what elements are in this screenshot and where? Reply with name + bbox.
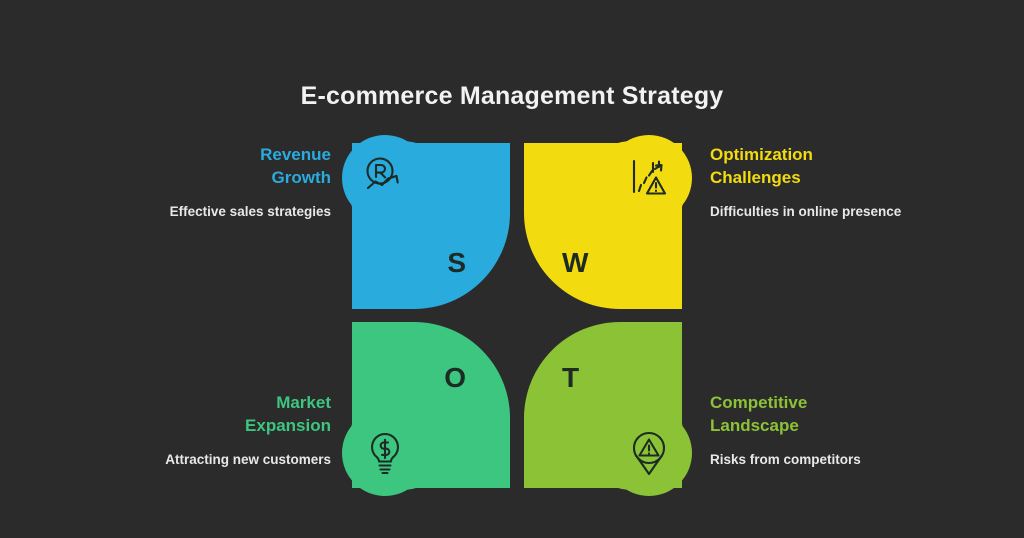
quadrant-letter-strengths: S: [447, 247, 466, 278]
label-block-market-expansion: Market Expansion Attracting new customer…: [131, 392, 331, 469]
label-heading-line2: Landscape: [710, 415, 799, 435]
label-description-revenue-growth: Effective sales strategies: [169, 203, 331, 219]
label-heading-market-expansion: Market Expansion: [131, 392, 331, 438]
lightbulb-dollar-icon: [342, 410, 428, 496]
label-description-market-expansion: Attracting new customers: [165, 451, 331, 467]
warning-pin-icon: [606, 410, 692, 496]
quadrant-letter-opportunities: O: [444, 362, 466, 393]
quadrant-letter-threats: T: [562, 362, 580, 393]
swot-quadrant-threats[interactable]: T: [524, 322, 692, 496]
label-heading-line2: Expansion: [245, 415, 331, 435]
swot-quadrant-strengths[interactable]: S: [342, 135, 510, 309]
label-block-optimization-challenges: Optimization Challenges Difficulties in …: [710, 144, 910, 221]
label-heading-optimization-challenges: Optimization Challenges: [710, 144, 910, 190]
declining-chart-warning-icon: [606, 135, 692, 221]
label-block-revenue-growth: Revenue Growth Effective sales strategie…: [131, 144, 331, 221]
swot-quadrant-weaknesses[interactable]: W: [524, 135, 692, 309]
page-title: E-commerce Management Strategy: [300, 82, 724, 110]
label-description-optimization-challenges: Difficulties in online presence: [710, 203, 902, 219]
label-block-competitive-landscape: Competitive Landscape Risks from competi…: [710, 392, 910, 469]
label-heading-line1: Optimization: [710, 145, 813, 164]
quadrant-letter-weaknesses: W: [562, 247, 589, 278]
label-heading-competitive-landscape: Competitive Landscape: [710, 392, 910, 438]
label-heading-line2: Growth: [271, 167, 332, 187]
label-heading-line1: Competitive: [710, 393, 808, 412]
swot-diagram: S W: [342, 135, 692, 496]
revenue-growth-icon: [342, 135, 428, 221]
label-heading-line1: Revenue: [260, 145, 331, 164]
label-description-competitive-landscape: Risks from competitors: [710, 451, 861, 467]
label-heading-revenue-growth: Revenue Growth: [131, 144, 331, 190]
label-heading-line2: Challenges: [710, 167, 801, 187]
label-heading-line1: Market: [276, 393, 331, 412]
swot-quadrant-opportunities[interactable]: O: [342, 322, 510, 496]
